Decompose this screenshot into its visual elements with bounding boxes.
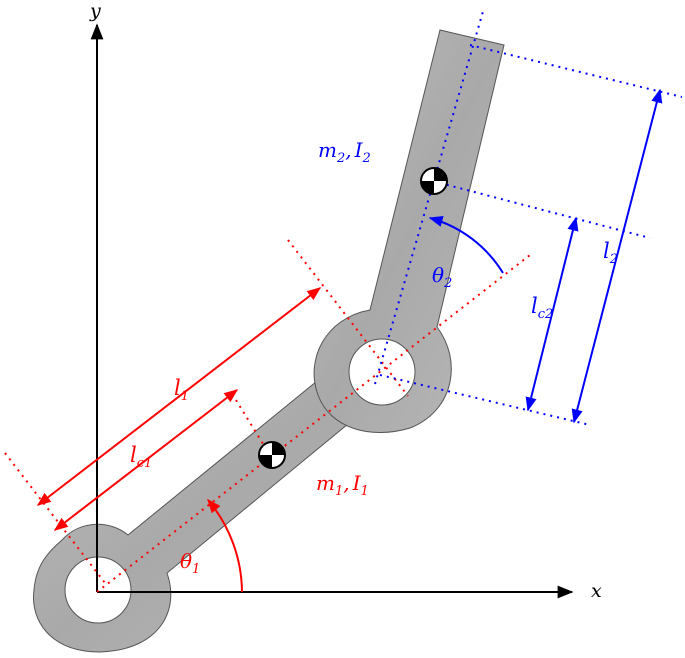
length-lc2-arrow [525, 216, 579, 412]
theta1-arc [207, 498, 243, 593]
length-lc1-arrow [53, 389, 239, 531]
label-l2: l2 [603, 239, 618, 267]
length-l2-arrow [571, 88, 663, 424]
link-2-guides [374, 7, 683, 426]
label-m1-i1: m1,I1 [316, 471, 369, 499]
link-2 [313, 29, 505, 434]
link-2-dimensions [525, 88, 663, 424]
x-axis-label: x [591, 580, 602, 602]
label-lc1: lc1 [130, 443, 152, 471]
label-theta1: θ1 [180, 549, 200, 577]
center-of-mass-2-icon [420, 167, 448, 195]
center-of-mass-1-icon [258, 441, 286, 469]
label-theta2: θ2 [432, 263, 452, 291]
link-1-dimensions [36, 287, 322, 531]
label-l1: l1 [174, 376, 189, 404]
y-axis-label: y [89, 0, 101, 22]
label-m2-i2: m2,I2 [318, 138, 371, 166]
theta2-arc [428, 215, 504, 274]
label-lc2: lc2 [531, 294, 553, 322]
